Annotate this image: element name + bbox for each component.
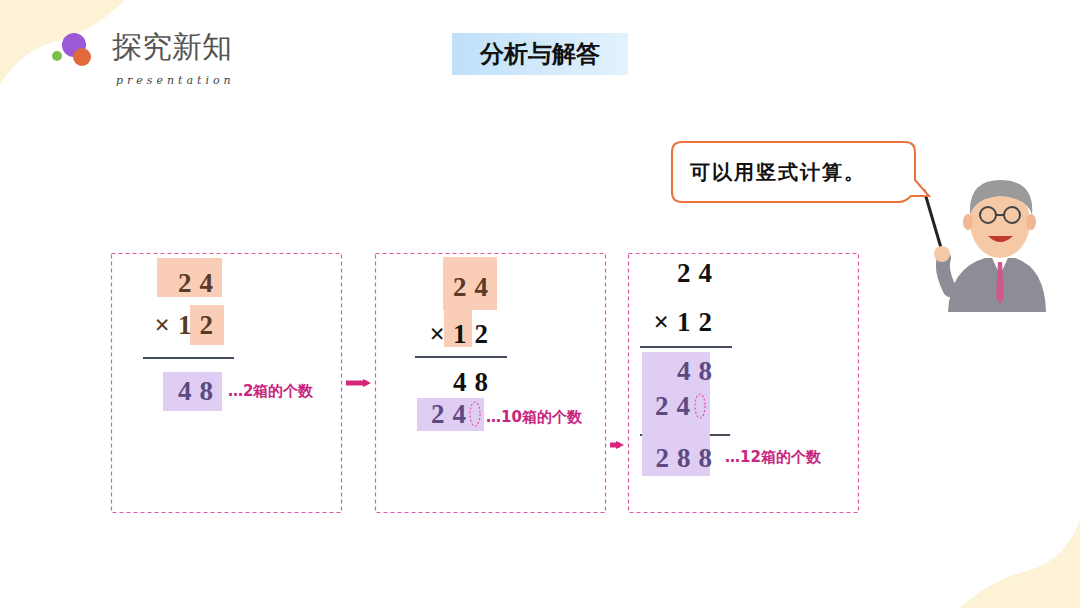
teacher-figure: [924, 180, 1046, 312]
calc-digits: ×12: [654, 309, 720, 336]
slide-title: 分析与解答: [480, 42, 600, 66]
dashed-frame: [112, 254, 342, 513]
calc-digits: 24: [178, 270, 221, 297]
speech-bubble: 可以用竖式计算。: [672, 142, 915, 202]
dashed-frame: [376, 254, 606, 513]
calc-digits: 48: [178, 378, 221, 405]
calc-digits: 288: [656, 445, 721, 472]
panel-outline: [375, 253, 636, 523]
section-heading: 探究新知: [112, 32, 232, 62]
calc-panel: 24 ×12 48 24 …10箱的个数: [375, 253, 606, 513]
calc-digits: 24: [655, 393, 698, 420]
calc-digits: 48: [453, 369, 496, 396]
note-text: …10箱的个数: [486, 410, 582, 425]
zero-placeholder: [470, 402, 480, 426]
calc-digits: 24: [677, 260, 720, 287]
corner-blob: [960, 520, 1080, 608]
calc-digits: 24: [453, 274, 496, 301]
calc-rule: [415, 356, 507, 358]
bubble-outline: [672, 142, 929, 202]
speech-text: 可以用竖式计算。: [690, 162, 866, 182]
step-arrow: [610, 443, 620, 448]
calc-rule: [143, 357, 234, 359]
calc-rule: [640, 346, 732, 348]
section-subtitle: presentation: [116, 75, 235, 86]
calc-digits: ×12: [155, 312, 221, 339]
logo-dot: [52, 51, 62, 61]
title-band: [452, 33, 628, 75]
calc-digits: 48: [677, 358, 720, 385]
calc-panel: 24 ×12 48 24 288 …12箱的个数: [628, 253, 859, 513]
calc-digits: ×12: [430, 321, 496, 348]
calc-digits: 24: [431, 401, 474, 428]
logo-dot: [73, 48, 91, 66]
note-text: …12箱的个数: [725, 450, 821, 465]
dashed-frame: [629, 254, 859, 513]
step-arrow: [346, 381, 367, 386]
zero-placeholder: [695, 394, 705, 418]
calc-panel: 24 ×12 48 …2箱的个数: [111, 253, 342, 513]
note-text: …2箱的个数: [228, 384, 313, 399]
corner-blob: [0, 0, 125, 85]
